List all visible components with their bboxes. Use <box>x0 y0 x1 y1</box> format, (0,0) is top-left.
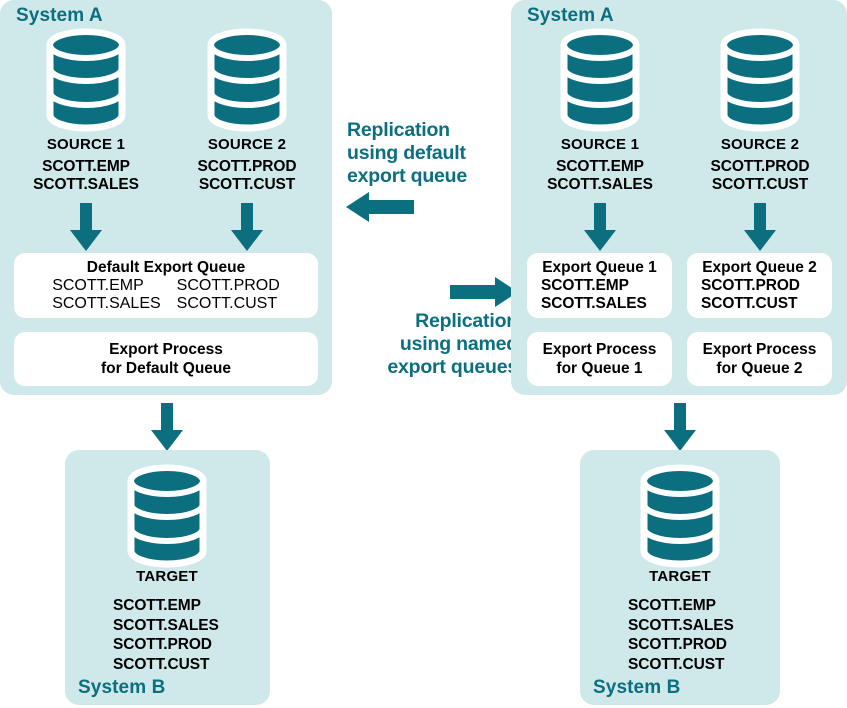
table-name: SCOTT.CUST <box>176 295 278 312</box>
right-source-1-name: SOURCE 1 <box>560 136 640 153</box>
table-name: SCOTT.EMP <box>556 158 644 175</box>
label-line-3: export queues <box>387 356 518 378</box>
default-export-queue-tables: SCOTT.EMP SCOTT.SALES SCOTT.PROD SCOTT.C… <box>52 277 280 313</box>
export-process-line-1: Export Process <box>702 341 817 358</box>
label-line-2: using named <box>399 333 518 355</box>
label-line-1: Replication <box>415 310 518 332</box>
right-system-b-label: System B <box>593 677 681 698</box>
export-queue-1-tables: SCOTT.EMP SCOTT.SALES <box>527 277 672 313</box>
default-export-queue-title: Default Export Queue <box>86 259 246 276</box>
arrow-down-icon <box>151 403 183 451</box>
arrow-right-icon <box>450 275 518 309</box>
table-name: SCOTT.SALES <box>52 295 161 312</box>
table-name: SCOTT.PROD <box>710 158 810 175</box>
arrow-down-icon <box>70 203 102 251</box>
export-queue-1-title: Export Queue 1 <box>542 259 657 276</box>
right-target-tables: SCOTT.EMP SCOTT.SALES SCOTT.PROD SCOTT.C… <box>628 596 788 674</box>
table-name: SCOTT.CUST <box>711 176 809 193</box>
database-cylinder-icon <box>206 28 288 132</box>
table-name: SCOTT.CUST <box>113 655 210 673</box>
right-target-name: TARGET <box>649 568 711 585</box>
table-name: SCOTT.SALES <box>628 616 734 634</box>
replication-default-label: Replication using default export queue <box>347 119 497 188</box>
export-queue-2-tables: SCOTT.PROD SCOTT.CUST <box>687 277 832 313</box>
database-cylinder-icon <box>559 28 641 132</box>
left-source-2-name: SOURCE 2 <box>207 136 287 153</box>
left-source-1-tables: SCOTT.EMP SCOTT.SALES <box>16 158 156 194</box>
table-name: SCOTT.PROD <box>701 277 800 294</box>
table-name: SCOTT.CUST <box>701 295 798 312</box>
left-target-tables: SCOTT.EMP SCOTT.SALES SCOTT.PROD SCOTT.C… <box>113 596 273 674</box>
table-name: SCOTT.CUST <box>628 655 725 673</box>
table-name: SCOTT.SALES <box>547 176 653 193</box>
label-line-2: using default <box>347 142 466 164</box>
arrow-left-icon <box>346 190 414 224</box>
export-process-2-box: Export Process for Queue 2 <box>687 332 832 386</box>
database-cylinder-icon <box>719 28 801 132</box>
right-source-2-tables: SCOTT.PROD SCOTT.CUST <box>690 158 830 194</box>
table-name: SCOTT.EMP <box>113 597 201 614</box>
export-process-line-1: Export Process <box>109 341 223 358</box>
database-cylinder-icon <box>45 28 127 132</box>
left-source-1-name: SOURCE 1 <box>46 136 126 153</box>
export-queue-1-box: Export Queue 1 SCOTT.EMP SCOTT.SALES <box>527 253 672 318</box>
left-system-b-label: System B <box>78 677 166 698</box>
table-name: SCOTT.PROD <box>176 277 280 294</box>
table-name: SCOTT.SALES <box>113 616 219 634</box>
arrow-down-icon <box>744 203 776 251</box>
arrow-down-icon <box>664 403 696 451</box>
table-name: SCOTT.PROD <box>628 636 727 653</box>
table-name: SCOTT.SALES <box>33 176 139 193</box>
right-source-2-name: SOURCE 2 <box>720 136 800 153</box>
table-name: SCOTT.EMP <box>52 277 144 294</box>
table-name: SCOTT.SALES <box>541 295 647 312</box>
database-cylinder-icon <box>639 464 721 568</box>
database-cylinder-icon <box>126 464 208 568</box>
left-system-a-label: System A <box>16 5 103 26</box>
table-name: SCOTT.PROD <box>113 636 212 653</box>
default-export-queue-box: Default Export Queue SCOTT.EMP SCOTT.SAL… <box>14 253 318 318</box>
export-process-1-box: Export Process for Queue 1 <box>527 332 672 386</box>
export-queue-2-box: Export Queue 2 SCOTT.PROD SCOTT.CUST <box>687 253 832 318</box>
arrow-down-icon <box>584 203 616 251</box>
table-name: SCOTT.EMP <box>628 597 716 614</box>
left-target-name: TARGET <box>136 568 198 585</box>
table-name: SCOTT.CUST <box>198 176 296 193</box>
export-process-line-2: for Queue 1 <box>556 360 643 377</box>
table-name: SCOTT.PROD <box>197 158 297 175</box>
export-process-line-2: for Default Queue <box>100 360 232 377</box>
replication-named-label: Replication using named export queues <box>358 310 518 379</box>
right-source-1-tables: SCOTT.EMP SCOTT.SALES <box>530 158 670 194</box>
label-line-1: Replication <box>347 119 450 141</box>
export-queue-2-title: Export Queue 2 <box>702 259 817 276</box>
table-name: SCOTT.EMP <box>541 277 629 294</box>
arrow-down-icon <box>231 203 263 251</box>
export-process-line-2: for Queue 2 <box>716 360 803 377</box>
label-line-3: export queue <box>347 165 468 187</box>
default-export-process-box: Export Process for Default Queue <box>14 332 318 386</box>
export-process-line-1: Export Process <box>542 341 657 358</box>
left-source-2-tables: SCOTT.PROD SCOTT.CUST <box>177 158 317 194</box>
right-system-a-label: System A <box>527 5 614 26</box>
table-name: SCOTT.EMP <box>42 158 130 175</box>
